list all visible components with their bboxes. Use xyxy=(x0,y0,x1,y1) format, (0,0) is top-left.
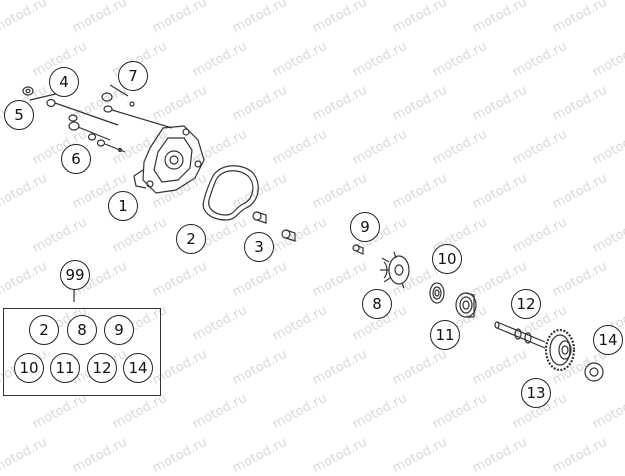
kit-item-14: 14 xyxy=(123,353,153,383)
callout-5: 5 xyxy=(4,100,34,130)
callout-12: 12 xyxy=(511,289,541,319)
part-12-shaft xyxy=(494,321,546,349)
kit-99-contents-box xyxy=(3,308,161,396)
kit-item-2: 2 xyxy=(29,315,59,345)
callout-1: 1 xyxy=(108,191,138,221)
kit-item-12: 12 xyxy=(87,353,117,383)
part-8-impeller xyxy=(380,251,410,289)
kit-item-10: 10 xyxy=(14,353,44,383)
part-10-seal xyxy=(429,282,445,304)
part-7-bolt xyxy=(101,92,173,129)
callout-2: 2 xyxy=(176,224,206,254)
callout-6: 6 xyxy=(61,144,91,174)
part-11-bearing xyxy=(455,292,477,318)
part-1-pump-cover xyxy=(133,125,205,194)
callout-8: 8 xyxy=(362,289,392,319)
part-4-washer xyxy=(46,98,119,126)
callout-14: 14 xyxy=(593,325,623,355)
callout-9: 9 xyxy=(350,212,380,242)
callout-4: 4 xyxy=(49,67,79,97)
part-2-gasket xyxy=(202,165,259,221)
callout-10: 10 xyxy=(432,244,462,274)
part-13-gear xyxy=(544,328,576,372)
callout-7: 7 xyxy=(118,61,148,91)
callout-11: 11 xyxy=(430,320,460,350)
part-5-screw xyxy=(22,86,34,96)
kit-item-11: 11 xyxy=(50,353,80,383)
part-14-washer xyxy=(584,362,604,382)
callout-13: 13 xyxy=(521,378,551,408)
kit-item-9: 9 xyxy=(104,315,134,345)
callout-99: 99 xyxy=(60,260,90,290)
part-3-bushings xyxy=(252,211,296,242)
part-6-screws xyxy=(68,114,126,153)
leader-7 xyxy=(109,84,129,97)
part-9-pin xyxy=(352,244,364,255)
callout-3: 3 xyxy=(244,232,274,262)
kit-item-8: 8 xyxy=(67,315,97,345)
